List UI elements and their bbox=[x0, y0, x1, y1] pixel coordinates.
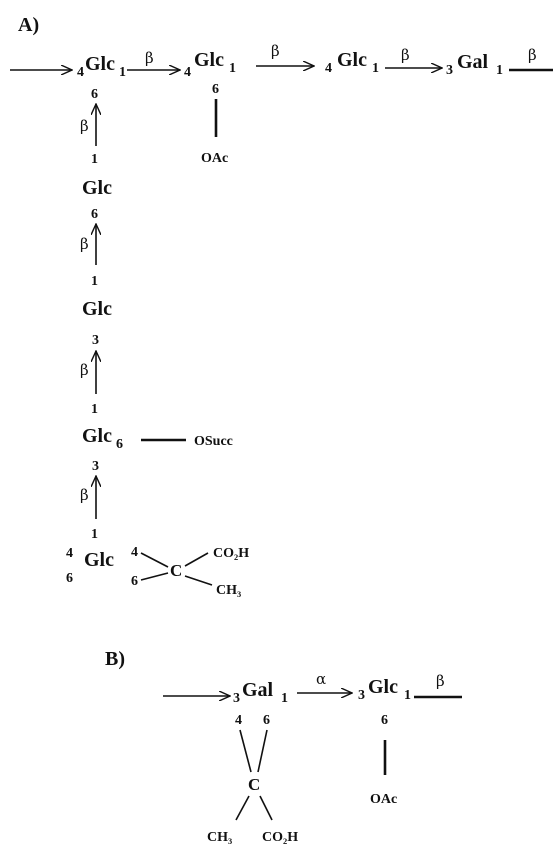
b-exit-beta: β bbox=[436, 672, 445, 690]
a-side2-beta: β bbox=[80, 235, 89, 253]
a-g1-link-bottom: 1 bbox=[91, 152, 98, 167]
a-pyr-pos-a: 4 bbox=[131, 545, 138, 560]
b-unit2-branch-pos: 6 bbox=[381, 713, 388, 728]
b-bond-4 bbox=[239, 729, 252, 773]
a-unit4-pre: 3 bbox=[446, 63, 453, 78]
a-g4-link-bottom: 1 bbox=[91, 527, 98, 542]
a-unit1-branch-pos: 6 bbox=[91, 87, 98, 102]
a-pyr-carbon: C bbox=[170, 561, 182, 580]
a-unit2-acetyl: OAc bbox=[201, 151, 228, 166]
b-carbon: C bbox=[248, 775, 260, 794]
a-unit2-branch-pos: 6 bbox=[212, 82, 219, 97]
b-acid: CO₂H bbox=[262, 830, 298, 845]
b-bond-methyl bbox=[235, 795, 250, 821]
a-link34-beta: β bbox=[401, 46, 410, 64]
a-unit1-post: 1 bbox=[119, 65, 126, 80]
a-unit4-name: Gal bbox=[457, 51, 489, 73]
panel-a-label: A) bbox=[18, 14, 39, 36]
a-pyr-bond-6 bbox=[140, 572, 169, 581]
a-g5-name: Glc bbox=[84, 549, 114, 571]
a-unit3-post: 1 bbox=[372, 61, 379, 76]
a-g3-sub: 6 bbox=[116, 437, 123, 452]
b-pos-b: 6 bbox=[263, 713, 270, 728]
a-unit1-pre: 4 bbox=[77, 65, 84, 80]
b-bond-acid bbox=[259, 795, 273, 821]
a-exit-beta: β bbox=[528, 46, 537, 64]
b-unit2-pre: 3 bbox=[358, 688, 365, 703]
b-unit2-post: 1 bbox=[404, 688, 411, 703]
a-link23-beta: β bbox=[271, 42, 280, 60]
a-unit4-post: 1 bbox=[496, 63, 503, 78]
b-acetyl: OAc bbox=[370, 792, 397, 807]
a-succinyl: OSucc bbox=[194, 434, 233, 449]
a-unit3-pre: 4 bbox=[325, 61, 332, 76]
a-unit1-name: Glc bbox=[85, 53, 115, 75]
a-side3-beta: β bbox=[80, 361, 89, 379]
a-unit2-pre: 4 bbox=[184, 65, 191, 80]
a-g5-pos-b: 6 bbox=[66, 571, 73, 586]
b-link-alpha: α bbox=[316, 670, 326, 688]
a-g3-name: Glc bbox=[82, 425, 112, 447]
a-unit2-name: Glc bbox=[194, 49, 224, 71]
a-pyr-pos-b: 6 bbox=[131, 574, 138, 589]
a-pyr-bond-acid bbox=[184, 552, 209, 567]
a-pyr-acid: CO₂H bbox=[213, 546, 249, 561]
b-unit1-post: 1 bbox=[281, 691, 288, 706]
b-unit1-pre: 3 bbox=[233, 691, 240, 706]
a-side1-beta: β bbox=[80, 117, 89, 135]
a-g3-link-bottom: 1 bbox=[91, 402, 98, 417]
a-pyr-bond-methyl bbox=[184, 575, 213, 586]
a-g5-pos-a: 4 bbox=[66, 546, 73, 561]
a-g2-link-top: 6 bbox=[91, 207, 98, 222]
b-bond-6 bbox=[257, 729, 268, 773]
a-g1-name: Glc bbox=[82, 177, 112, 199]
b-unit1-name: Gal bbox=[242, 679, 274, 701]
a-unit2-post: 1 bbox=[229, 61, 236, 76]
a-g4-link-top: 3 bbox=[92, 459, 99, 474]
a-g2-name: Glc bbox=[82, 298, 112, 320]
a-unit3-name: Glc bbox=[337, 49, 367, 71]
a-g3-link-top: 3 bbox=[92, 333, 99, 348]
b-pos-a: 4 bbox=[235, 713, 242, 728]
a-side4-beta: β bbox=[80, 486, 89, 504]
a-pyr-methyl: CH₃ bbox=[216, 583, 241, 598]
a-pyr-bond-4 bbox=[140, 552, 169, 568]
a-link12-beta: β bbox=[145, 49, 154, 67]
b-methyl: CH₃ bbox=[207, 830, 232, 845]
a-g2-link-bottom: 1 bbox=[91, 274, 98, 289]
b-unit2-name: Glc bbox=[368, 676, 398, 698]
panel-b-label: B) bbox=[105, 648, 125, 670]
